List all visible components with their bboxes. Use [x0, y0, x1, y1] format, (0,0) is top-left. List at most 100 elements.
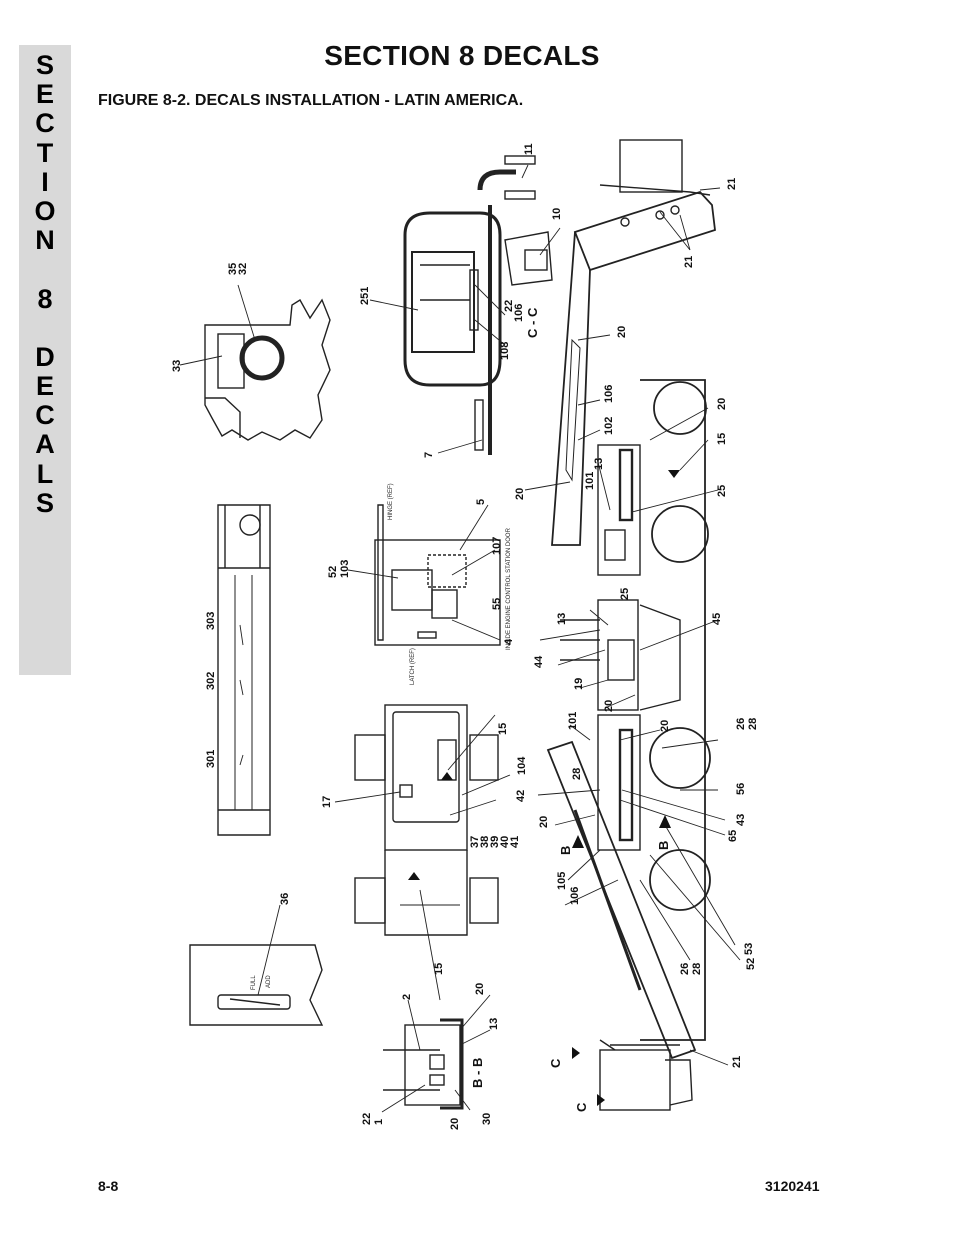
- callout-layer: 3532332512210610871011212120106102201011…: [171, 143, 759, 1130]
- callout-30: 30: [481, 1113, 493, 1125]
- side-letter: L: [36, 458, 54, 489]
- callout-20: 20: [603, 700, 615, 712]
- callout-leaders: [179, 164, 741, 1113]
- callout-25: 25: [619, 588, 631, 600]
- side-letter: D: [35, 341, 55, 372]
- page-number: 8-8: [98, 1178, 119, 1194]
- side-letter: C: [35, 400, 55, 431]
- page-title: SECTION 8 DECALS: [324, 40, 600, 71]
- callout-55: 55: [491, 598, 503, 610]
- document-number: 3120241: [765, 1178, 820, 1194]
- callout-104: 104: [516, 756, 528, 775]
- callout-302: 302: [205, 672, 217, 690]
- side-tab-letters: S E C T I O N 8 D E C A L S: [19, 50, 71, 518]
- side-letter: C: [35, 108, 55, 139]
- view-b-b-label: B - B: [470, 1058, 485, 1088]
- callout-301: 301: [205, 750, 217, 768]
- side-letter: S: [35, 487, 54, 518]
- callout-26: 26: [735, 718, 747, 730]
- view-b-b-detail: [383, 1018, 464, 1110]
- callout-15: 15: [716, 433, 728, 445]
- control-station-bezel: [403, 155, 536, 455]
- side-letter: E: [35, 79, 54, 110]
- section-side-tab: S E C T I O N 8 D E C A L S: [19, 45, 71, 675]
- callout-11: 11: [523, 143, 535, 155]
- callout-36: 36: [279, 893, 291, 905]
- callout-21: 21: [683, 256, 695, 268]
- callout-103: 103: [339, 560, 351, 578]
- callout-25: 25: [716, 485, 728, 497]
- callout-13: 13: [488, 1018, 500, 1030]
- detail-panel-36: [189, 944, 324, 1026]
- section-arrow-b-right: B: [656, 841, 671, 850]
- callout-10: 10: [551, 208, 563, 220]
- callout-15: 15: [433, 963, 445, 975]
- callout-43: 43: [735, 814, 747, 826]
- callout-17: 17: [321, 796, 333, 808]
- section-arrow-c-top: C: [548, 1058, 563, 1068]
- vehicle-top-view: [354, 704, 499, 936]
- callout-40: 40: [499, 836, 511, 848]
- callout-20: 20: [716, 398, 728, 410]
- side-letter: E: [35, 371, 54, 402]
- view-c-c-label: C - C: [525, 307, 540, 338]
- callout-22: 22: [361, 1113, 373, 1125]
- callout-107: 107: [491, 537, 503, 555]
- side-letter: S: [35, 50, 54, 80]
- callout-106: 106: [569, 887, 581, 905]
- callout-2: 2: [401, 994, 413, 1000]
- callout-20: 20: [538, 816, 550, 828]
- callout-20: 20: [449, 1118, 461, 1130]
- callout-251: 251: [359, 287, 371, 305]
- view-arrows: [408, 470, 680, 1106]
- callout-5: 5: [475, 499, 487, 505]
- callout-106: 106: [513, 304, 525, 322]
- callout-41: 41: [509, 836, 521, 848]
- callout-21: 21: [731, 1056, 743, 1068]
- side-letter: O: [34, 195, 56, 226]
- side-letter: I: [41, 166, 49, 197]
- callout-7: 7: [423, 452, 435, 458]
- boom-assembly: [551, 139, 716, 546]
- callout-44: 44: [533, 655, 545, 668]
- side-letter: A: [35, 429, 55, 460]
- chassis-assembly: [560, 379, 711, 1041]
- callout-52: 52: [745, 958, 757, 970]
- note-full: FULL: [251, 975, 257, 990]
- callout-28: 28: [691, 963, 703, 975]
- detail-panel-33: [204, 298, 331, 441]
- callout-32: 32: [237, 263, 249, 275]
- callout-13: 13: [593, 458, 605, 470]
- callout-20: 20: [514, 488, 526, 500]
- side-letter: N: [35, 225, 55, 256]
- callout-20: 20: [659, 720, 671, 732]
- callout-45: 45: [711, 613, 723, 625]
- ground-control-panel: [374, 504, 501, 646]
- callout-52: 52: [327, 566, 339, 578]
- callout-42: 42: [515, 790, 527, 802]
- callout-102: 102: [603, 417, 615, 435]
- note-inside-door: INSIDE ENGINE CONTROL STATION DOOR: [506, 527, 512, 650]
- callout-20: 20: [474, 983, 486, 995]
- callout-108: 108: [499, 342, 511, 360]
- section-arrow-b-left: B: [558, 846, 573, 855]
- callout-20: 20: [616, 326, 628, 338]
- callout-22: 22: [503, 300, 515, 312]
- section-arrow-c-bottom: C: [574, 1102, 589, 1112]
- lower-boom: [546, 740, 697, 1111]
- decal-10-part: [504, 231, 553, 286]
- note-add: ADD: [266, 975, 272, 988]
- callout-101: 101: [584, 472, 596, 490]
- side-letter: T: [36, 137, 54, 168]
- detail-strip-301-303: [217, 504, 271, 836]
- callout-101: 101: [567, 712, 579, 730]
- callout-28: 28: [747, 718, 759, 730]
- callout-56: 56: [735, 783, 747, 795]
- callout-39: 39: [489, 836, 501, 848]
- callout-37: 37: [469, 836, 481, 848]
- side-letter: 8: [37, 283, 53, 314]
- note-hinge: HINGE (REF): [388, 483, 394, 520]
- callout-303: 303: [205, 612, 217, 630]
- callout-65: 65: [727, 830, 739, 842]
- callout-38: 38: [479, 836, 491, 848]
